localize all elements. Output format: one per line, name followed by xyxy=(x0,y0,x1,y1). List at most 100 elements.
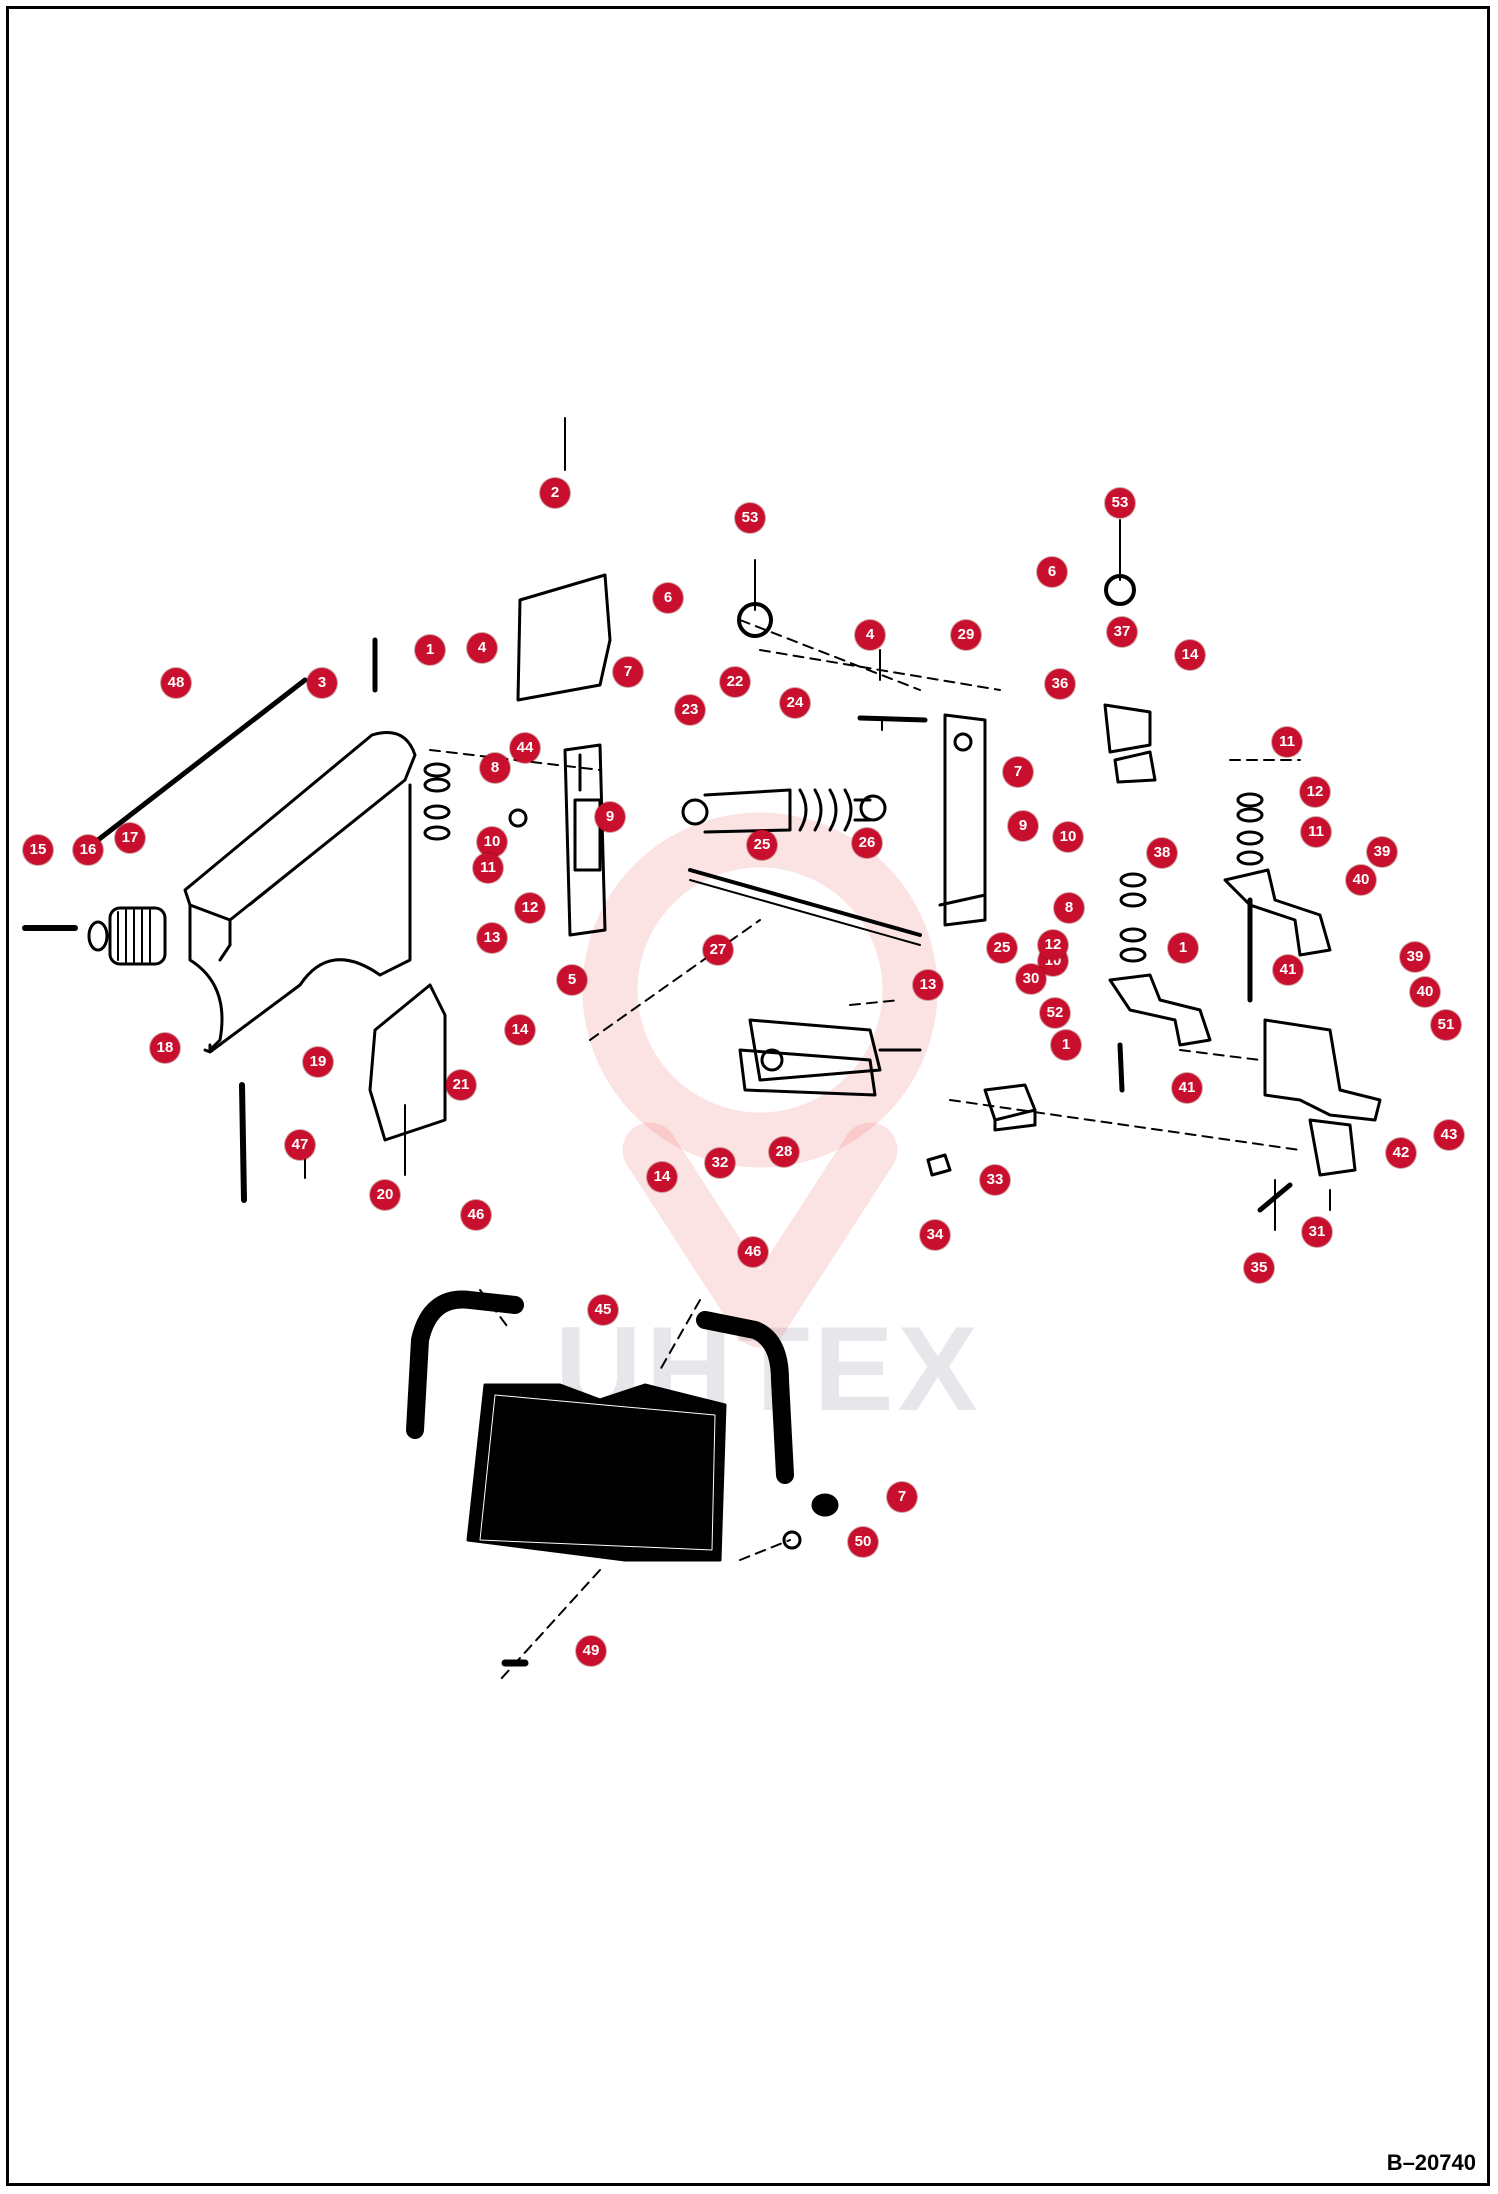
callout-19: 19 xyxy=(303,1047,333,1077)
callout-22: 22 xyxy=(720,667,750,697)
callout-27: 27 xyxy=(703,935,733,965)
callout-7: 7 xyxy=(1003,757,1033,787)
part-46-hose-left xyxy=(406,1290,524,1439)
figure-number: B–20740 xyxy=(1386,2150,1476,2175)
callout-14: 14 xyxy=(505,1015,535,1045)
callout-15: 15 xyxy=(23,835,53,865)
callout-9: 9 xyxy=(595,802,625,832)
callout-4: 4 xyxy=(855,620,885,650)
callout-1: 1 xyxy=(415,635,445,665)
part-1-bolt-lower xyxy=(1117,1042,1125,1093)
callout-25: 25 xyxy=(987,933,1017,963)
callout-5: 5 xyxy=(557,965,587,995)
part-20-gasket xyxy=(368,983,447,1142)
callout-53: 53 xyxy=(1105,488,1135,518)
part-2-gasket xyxy=(516,573,612,702)
callout-49: 49 xyxy=(576,1636,606,1666)
callout-48: 48 xyxy=(161,668,191,698)
callout-44: 44 xyxy=(510,733,540,763)
callout-53: 53 xyxy=(735,503,765,533)
part-3-cover xyxy=(183,731,417,1054)
part-8-washers-right xyxy=(1119,792,1264,963)
part-38-bracket xyxy=(1223,868,1332,957)
callout-11: 11 xyxy=(1272,727,1302,757)
part-27-shaft xyxy=(688,868,922,937)
callout-35: 35 xyxy=(1244,1253,1274,1283)
part-46-hose-right xyxy=(696,1311,794,1484)
part-30-bracket xyxy=(1108,973,1212,1047)
callout-10: 10 xyxy=(477,827,507,857)
callout-1: 1 xyxy=(1168,933,1198,963)
callout-11: 11 xyxy=(1301,817,1331,847)
callout-28: 28 xyxy=(769,1137,799,1167)
part-24-shock xyxy=(681,788,887,834)
callout-30: 30 xyxy=(1016,964,1046,994)
callout-40: 40 xyxy=(1410,977,1440,1007)
part-53-knob-right xyxy=(1104,574,1136,606)
part-45-mesh-screen xyxy=(466,1383,727,1562)
callout-26: 26 xyxy=(852,828,882,858)
part-51-bracket xyxy=(1263,1018,1382,1177)
callout-41: 41 xyxy=(1172,1073,1202,1103)
callout-18: 18 xyxy=(150,1033,180,1063)
part-17-roller xyxy=(22,906,167,966)
part-5-bracket xyxy=(563,743,607,937)
callout-9: 9 xyxy=(1008,811,1038,841)
callout-45: 45 xyxy=(588,1295,618,1325)
part-33-block xyxy=(983,1083,1037,1132)
callout-13: 13 xyxy=(477,923,507,953)
callout-3: 3 xyxy=(307,668,337,698)
callout-6: 6 xyxy=(653,583,683,613)
callout-37: 37 xyxy=(1107,617,1137,647)
callout-25: 25 xyxy=(747,830,777,860)
callout-12: 12 xyxy=(1300,777,1330,807)
callout-14: 14 xyxy=(647,1162,677,1192)
callout-32: 32 xyxy=(705,1148,735,1178)
part-8-washers-left xyxy=(423,762,528,841)
part-4-bolt xyxy=(857,715,928,723)
callout-50: 50 xyxy=(848,1527,878,1557)
part-34-nut xyxy=(926,1153,952,1177)
callout-36: 36 xyxy=(1045,669,1075,699)
callout-47: 47 xyxy=(285,1130,315,1160)
callout-17: 17 xyxy=(115,823,145,853)
callout-52: 52 xyxy=(1040,998,1070,1028)
callout-7: 7 xyxy=(613,657,643,687)
callout-4: 4 xyxy=(467,633,497,663)
callout-29: 29 xyxy=(951,620,981,650)
callout-16: 16 xyxy=(73,835,103,865)
part-47-pin xyxy=(239,1082,247,1203)
callout-14: 14 xyxy=(1175,640,1205,670)
callout-1: 1 xyxy=(1051,1030,1081,1060)
part-50-washer xyxy=(782,1530,802,1550)
callout-7: 7 xyxy=(887,1482,917,1512)
callout-42: 42 xyxy=(1386,1138,1416,1168)
callout-24: 24 xyxy=(780,688,810,718)
callout-6: 6 xyxy=(1037,557,1067,587)
callout-12: 12 xyxy=(515,893,545,923)
callout-41: 41 xyxy=(1273,955,1303,985)
callout-38: 38 xyxy=(1147,838,1177,868)
part-35-bolt xyxy=(1257,1182,1293,1213)
callout-31: 31 xyxy=(1302,1217,1332,1247)
callout-46: 46 xyxy=(461,1200,491,1230)
callout-39: 39 xyxy=(1400,942,1430,972)
callout-12: 12 xyxy=(1038,930,1068,960)
part-53-knob-left xyxy=(737,602,773,638)
leader-lines xyxy=(304,417,1331,1231)
callout-40: 40 xyxy=(1346,865,1376,895)
callout-8: 8 xyxy=(1054,893,1084,923)
callout-21: 21 xyxy=(446,1070,476,1100)
part-28-cylinder xyxy=(738,1018,922,1097)
callout-20: 20 xyxy=(370,1180,400,1210)
callout-46: 46 xyxy=(738,1237,768,1267)
callout-34: 34 xyxy=(920,1220,950,1250)
callout-51: 51 xyxy=(1431,1010,1461,1040)
callout-2: 2 xyxy=(540,478,570,508)
part-7-nut xyxy=(811,1493,839,1517)
callout-33: 33 xyxy=(980,1165,1010,1195)
callout-43: 43 xyxy=(1434,1120,1464,1150)
part-48-rod xyxy=(95,677,308,843)
callout-8: 8 xyxy=(480,753,510,783)
